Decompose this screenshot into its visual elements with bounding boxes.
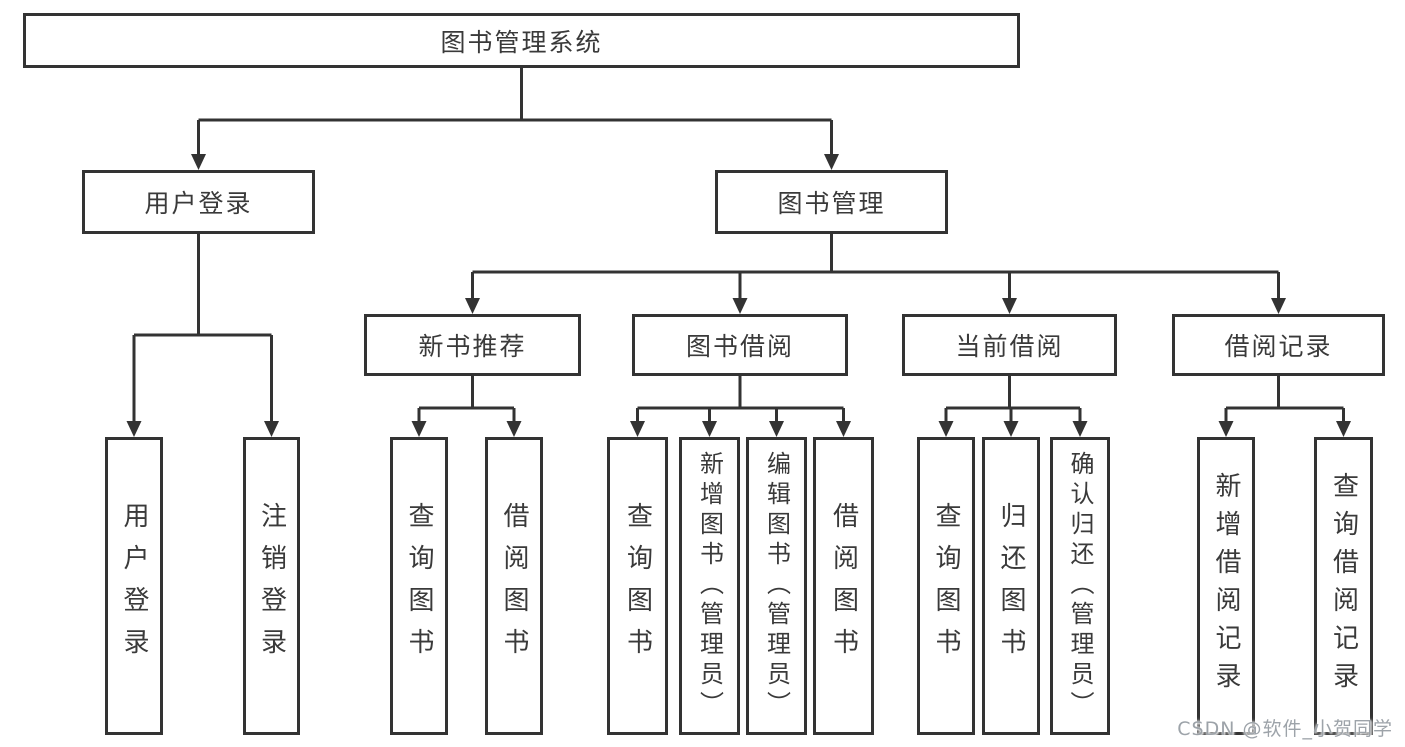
- node-borrow-records-label: 借阅记录: [1224, 332, 1333, 361]
- leaf-query-books-2: 查询图书: [607, 437, 668, 735]
- leaf-borrow-books-2-label: 借阅图书: [828, 502, 859, 670]
- arrowhead: [732, 298, 748, 314]
- arrowhead: [411, 421, 427, 437]
- leaf-add-book-admin-label: 新增图书（管理员）: [695, 451, 724, 721]
- arrowhead: [702, 421, 717, 437]
- node-user-login-label: 用户登录: [144, 189, 253, 218]
- arrowhead: [1003, 421, 1019, 437]
- node-book-borrow: 图书借阅: [632, 314, 848, 376]
- leaf-borrow-books-1: 借阅图书: [485, 437, 543, 735]
- leaf-query-borrow-record-label: 查询借阅记录: [1328, 472, 1359, 700]
- arrowhead: [938, 421, 954, 437]
- node-borrow-records: 借阅记录: [1172, 314, 1385, 376]
- watermark-text: CSDN @软件_小贺同学: [1177, 718, 1393, 740]
- leaf-borrow-books-2: 借阅图书: [813, 437, 874, 735]
- node-book-borrow-label: 图书借阅: [685, 332, 794, 361]
- arrowhead: [1002, 298, 1017, 314]
- leaf-add-borrow-record: 新增借阅记录: [1197, 437, 1255, 735]
- leaf-query-books-1-label: 查询图书: [404, 502, 434, 670]
- arrowhead: [465, 298, 480, 314]
- leaf-return-book-label: 归还图书: [996, 502, 1026, 670]
- leaf-query-books-1: 查询图书: [390, 437, 448, 735]
- leaf-borrow-books-1-label: 借阅图书: [499, 502, 529, 670]
- leaf-edit-book-admin-label: 编辑图书（管理员）: [762, 451, 791, 721]
- leaf-query-books-3-label: 查询图书: [931, 502, 961, 670]
- arrowhead: [824, 154, 839, 170]
- arrowhead: [1271, 298, 1286, 314]
- leaf-query-borrow-record: 查询借阅记录: [1314, 437, 1373, 735]
- arrowhead: [1072, 421, 1088, 437]
- arrowhead: [769, 421, 784, 437]
- arrowhead: [1218, 421, 1234, 437]
- leaf-add-book-admin: 新增图书（管理员）: [679, 437, 740, 735]
- leaf-confirm-return-admin: 确认归还（管理员）: [1050, 437, 1110, 735]
- node-root: 图书管理系统: [23, 13, 1020, 68]
- leaf-user-login: 用户登录: [105, 437, 163, 735]
- node-user-login: 用户登录: [82, 170, 315, 234]
- arrowhead: [1336, 421, 1351, 437]
- node-current-borrow-label: 当前借阅: [955, 332, 1064, 361]
- leaf-return-book: 归还图书: [982, 437, 1040, 735]
- node-new-book-recommend: 新书推荐: [364, 314, 581, 376]
- node-book-management: 图书管理: [715, 170, 948, 234]
- arrowhead: [126, 421, 142, 437]
- leaf-user-login-label: 用户登录: [119, 502, 149, 670]
- arrowhead: [264, 421, 279, 437]
- leaf-edit-book-admin: 编辑图书（管理员）: [746, 437, 807, 735]
- node-root-label: 图书管理系统: [440, 27, 603, 57]
- leaf-add-borrow-record-label: 新增借阅记录: [1211, 472, 1241, 700]
- leaf-query-books-2-label: 查询图书: [622, 502, 653, 670]
- node-book-management-label: 图书管理: [777, 189, 886, 218]
- arrowhead: [506, 421, 522, 437]
- node-current-borrow: 当前借阅: [902, 314, 1117, 376]
- leaf-logout: 注销登录: [243, 437, 300, 735]
- arrowhead: [191, 154, 206, 170]
- leaf-query-books-3: 查询图书: [917, 437, 975, 735]
- leaf-confirm-return-admin-label: 确认归还（管理员）: [1066, 451, 1094, 721]
- node-new-book-recommend-label: 新书推荐: [418, 332, 527, 361]
- leaf-logout-label: 注销登录: [256, 502, 287, 670]
- arrowhead: [630, 421, 645, 437]
- arrowhead: [836, 421, 851, 437]
